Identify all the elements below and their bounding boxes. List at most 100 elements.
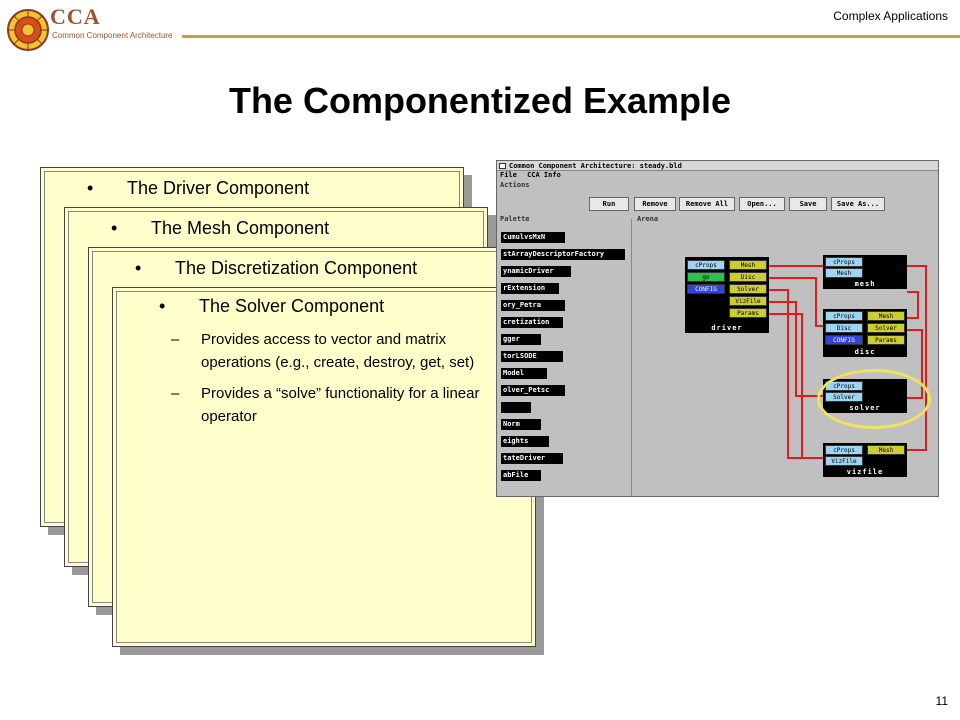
connection-wire bbox=[907, 291, 919, 293]
card-solver: • The Solver Component – Provides access… bbox=[112, 287, 536, 647]
run-button[interactable]: Run bbox=[589, 197, 629, 211]
connection-wire bbox=[907, 265, 927, 267]
connection-wire bbox=[907, 449, 927, 451]
port-disc[interactable]: Disc bbox=[825, 323, 863, 333]
port-config[interactable]: CONFIG bbox=[825, 335, 863, 345]
header-rule bbox=[182, 35, 960, 38]
palette-item[interactable]: rExtension bbox=[501, 283, 559, 294]
palette-item[interactable]: olver_Petsc bbox=[501, 385, 565, 396]
connection-wire bbox=[907, 317, 919, 319]
palette-label: Palette bbox=[500, 215, 530, 223]
cca-logo-icon bbox=[7, 9, 49, 51]
cca-builder-window: Common Component Architecture: steady.bl… bbox=[496, 160, 939, 497]
palette-item[interactable]: Model bbox=[501, 368, 547, 379]
connection-wire bbox=[787, 457, 827, 459]
list-item: – Provides a “solve” functionality for a… bbox=[171, 385, 480, 425]
component-vizfile[interactable]: cProps Mesh VizFile vizfile bbox=[823, 443, 907, 477]
port-params[interactable]: Params bbox=[729, 308, 767, 318]
connection-wire bbox=[815, 325, 827, 327]
card-title-mesh: The Mesh Component bbox=[151, 218, 330, 238]
component-label: disc bbox=[854, 348, 876, 356]
port-cprops[interactable]: cProps bbox=[825, 311, 863, 321]
port-mesh[interactable]: Mesh bbox=[867, 311, 905, 321]
component-mesh[interactable]: cProps Mesh mesh bbox=[823, 255, 907, 289]
port-solver[interactable]: Solver bbox=[867, 323, 905, 333]
port-mesh[interactable]: Mesh bbox=[729, 260, 767, 270]
bullet: • bbox=[111, 218, 118, 238]
connection-wire bbox=[907, 329, 923, 331]
palette-item[interactable]: tateDriver bbox=[501, 453, 563, 464]
card-title-discretization: The Discretization Component bbox=[175, 258, 418, 278]
palette-item[interactable]: eights bbox=[501, 436, 549, 447]
card-title-driver: The Driver Component bbox=[127, 178, 310, 198]
connection-wire bbox=[921, 329, 923, 399]
remove-all-button[interactable]: Remove All bbox=[679, 197, 735, 211]
palette-item[interactable]: abFile bbox=[501, 470, 541, 481]
component-driver[interactable]: cProps Mesh go Disc CONFIG Solver VizFil… bbox=[685, 257, 769, 333]
palette-item[interactable]: Norm bbox=[501, 419, 541, 430]
connection-wire bbox=[815, 277, 817, 327]
page-number: 11 bbox=[935, 694, 948, 708]
port-vizfile[interactable]: VizFile bbox=[825, 456, 863, 466]
connection-wire bbox=[917, 291, 919, 319]
connection-wire bbox=[767, 313, 803, 315]
component-label: vizfile bbox=[846, 468, 884, 476]
pane-divider[interactable] bbox=[631, 219, 632, 496]
open-button[interactable]: Open... bbox=[739, 197, 785, 211]
page-title: The Componentized Example bbox=[228, 80, 732, 121]
menu-file[interactable]: File bbox=[500, 171, 517, 179]
port-cprops[interactable]: cProps bbox=[687, 260, 725, 270]
save-as-button[interactable]: Save As... bbox=[831, 197, 885, 211]
palette-item[interactable]: CumulvsMxN bbox=[501, 232, 565, 243]
menu-bar: File CCA Info bbox=[497, 171, 938, 180]
port-disc[interactable]: Disc bbox=[729, 272, 767, 282]
connection-wire bbox=[767, 277, 817, 279]
connection-wire bbox=[795, 301, 797, 397]
port-mesh[interactable]: Mesh bbox=[867, 445, 905, 455]
port-solver[interactable]: Solver bbox=[729, 284, 767, 294]
connection-wire bbox=[801, 313, 803, 457]
port-vizfile[interactable]: VizFile bbox=[729, 296, 767, 306]
component-disc[interactable]: cProps Mesh Disc Solver CONFIG Params di… bbox=[823, 309, 907, 357]
bullet: • bbox=[87, 178, 94, 198]
remove-button[interactable]: Remove bbox=[634, 197, 676, 211]
port-go[interactable]: go bbox=[687, 272, 725, 282]
connection-wire bbox=[925, 265, 927, 451]
palette-item[interactable]: gger bbox=[501, 334, 541, 345]
connection-wire bbox=[767, 265, 825, 267]
arena-label: Arena bbox=[637, 215, 659, 223]
logo-text: CCA bbox=[50, 4, 101, 29]
solver-detail-2: Provides a “solve” functionality for a l… bbox=[201, 385, 480, 425]
window-titlebar: Common Component Architecture: steady.bl… bbox=[497, 161, 938, 171]
list-item: – Provides access to vector and matrix o… bbox=[171, 331, 475, 371]
connection-wire bbox=[795, 395, 827, 397]
port-params[interactable]: Params bbox=[867, 335, 905, 345]
port-mesh[interactable]: Mesh bbox=[825, 268, 863, 278]
window-close-icon[interactable] bbox=[499, 163, 506, 169]
bullet: • bbox=[159, 296, 166, 316]
solver-highlight bbox=[817, 369, 931, 429]
connection-wire bbox=[767, 289, 789, 291]
port-cprops[interactable]: cProps bbox=[825, 445, 863, 455]
actions-label: Actions bbox=[500, 181, 530, 189]
palette-item[interactable]: stArrayDescriptorFactory bbox=[501, 249, 625, 260]
palette-item[interactable]: ory_Petra bbox=[501, 300, 565, 311]
palette-item[interactable]: cretization bbox=[501, 317, 563, 328]
logo-subtitle: Common Component Architecture bbox=[52, 31, 173, 40]
section-label: Complex Applications bbox=[833, 9, 948, 23]
port-cprops[interactable]: cProps bbox=[825, 257, 863, 267]
connection-wire bbox=[767, 301, 797, 303]
bullet: • bbox=[135, 258, 142, 278]
component-label: mesh bbox=[854, 280, 876, 288]
solver-details: – Provides access to vector and matrix o… bbox=[171, 328, 511, 436]
card-title-solver: The Solver Component bbox=[199, 296, 385, 316]
palette-item[interactable]: torLSODE bbox=[501, 351, 563, 362]
save-button[interactable]: Save bbox=[789, 197, 827, 211]
menu-cca-info[interactable]: CCA Info bbox=[527, 171, 561, 179]
component-label: driver bbox=[711, 324, 743, 332]
solver-detail-1: Provides access to vector and matrix ope… bbox=[201, 331, 475, 371]
connection-wire bbox=[787, 289, 789, 459]
palette-item[interactable] bbox=[501, 402, 531, 413]
palette-item[interactable]: ynamicDriver bbox=[501, 266, 571, 277]
port-config[interactable]: CONFIG bbox=[687, 284, 725, 294]
